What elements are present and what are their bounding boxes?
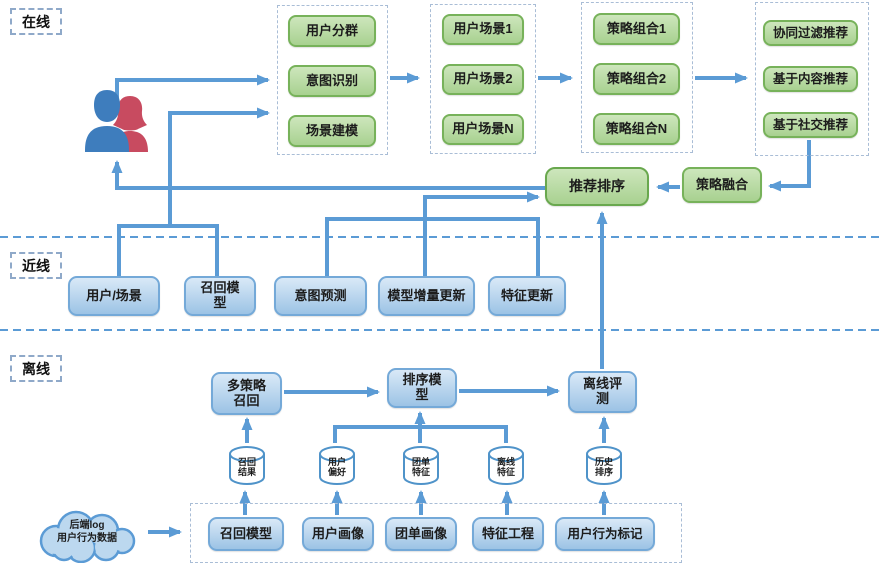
node-intent-recognition: 意图识别: [288, 65, 376, 97]
arrow-nearline-to-rank: [423, 191, 540, 219]
node-strategy-combo-1: 策略组合1: [593, 13, 680, 45]
deal-feature-store: 团单 特征: [402, 445, 440, 486]
group-user-scenarios: [430, 4, 536, 154]
node-user-behavior-labeling-job: 用户行为标记: [555, 517, 655, 551]
node-user-profile-job: 用户画像: [302, 517, 374, 551]
layer-label-offline: 离线: [10, 355, 62, 382]
node-feature-update: 特征更新: [488, 276, 566, 316]
group-recommenders: [755, 2, 869, 156]
node-recommend-ranking: 推荐排序: [545, 167, 649, 206]
group-offline-jobs: [190, 503, 682, 563]
node-strategy-fusion: 策略融合: [682, 167, 762, 203]
database-icon: [319, 446, 355, 485]
layer-label-online: 在线: [10, 8, 62, 35]
node-user-scenario-2: 用户场景2: [442, 64, 524, 95]
cloud-label: 后端log 用户行为数据: [57, 520, 117, 544]
database-icon: [586, 446, 622, 485]
database-icon: [488, 446, 524, 485]
node-user-scene: 用户/场景: [68, 276, 160, 316]
arrow-rank-to-user: [111, 160, 545, 190]
offline-feature-store: 离线 特征: [487, 445, 525, 486]
node-multi-strategy-recall: 多策略 召回: [211, 372, 282, 415]
group-strategy-combos: [581, 2, 693, 153]
recall-results-store: 召回 结果: [228, 445, 266, 486]
node-strategy-combo-n: 策略组合N: [593, 113, 680, 145]
history-ranking-store: 历史 排序: [585, 445, 623, 486]
node-social-based-rec: 基于社交推荐: [763, 112, 858, 138]
node-collaborative-filtering-rec: 协同过滤推荐: [763, 20, 858, 46]
node-user-segmentation: 用户分群: [288, 15, 376, 47]
node-feature-engineering-job: 特征工程: [472, 517, 544, 551]
users-icon: [82, 88, 154, 154]
database-icon: [229, 446, 265, 485]
node-ranking-model: 排序模 型: [387, 368, 457, 408]
flow-arrows: [111, 72, 811, 538]
arrow-user-to-group1: [115, 74, 270, 100]
layer-label-nearline: 近线: [10, 252, 62, 279]
node-deal-profile-job: 团单画像: [385, 517, 457, 551]
database-icon: [403, 446, 439, 485]
user-preference-store: 用户 偏好: [318, 445, 356, 486]
node-model-incremental-update: 模型增量更新: [378, 276, 475, 316]
node-strategy-combo-2: 策略组合2: [593, 63, 680, 95]
arrow-nearline-to-group1: [168, 107, 270, 226]
node-scene-modeling: 场景建模: [288, 115, 376, 147]
node-intent-prediction: 意图预测: [274, 276, 367, 316]
node-recall-model-nearline: 召回模 型: [184, 276, 256, 316]
node-user-scenario-1: 用户场景1: [442, 14, 524, 45]
node-offline-evaluation: 离线评 测: [568, 371, 637, 413]
cloud-icon: 后端log 用户行为数据: [26, 503, 148, 563]
group-user-understanding: [277, 5, 388, 155]
node-content-based-rec: 基于内容推荐: [763, 66, 858, 92]
node-recall-model-job: 召回模型: [208, 517, 284, 551]
node-user-scenario-n: 用户场景N: [442, 114, 524, 145]
